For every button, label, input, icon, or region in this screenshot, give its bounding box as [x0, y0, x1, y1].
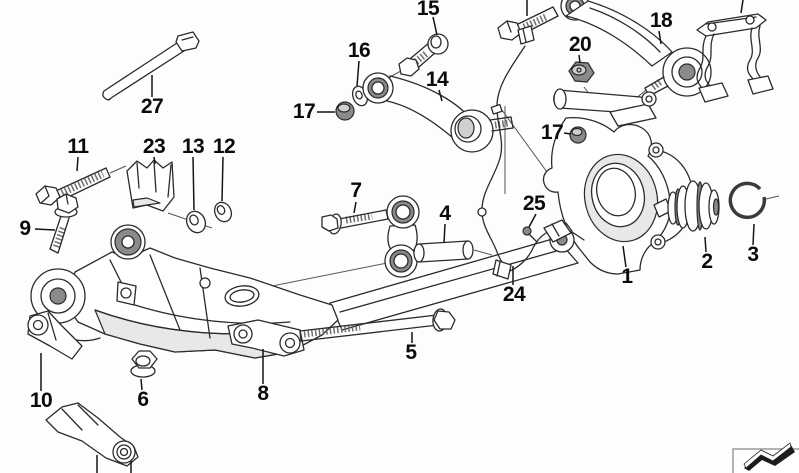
bolt-11 — [35, 167, 111, 206]
part-label-20: 20 — [568, 33, 592, 56]
washer-13 — [185, 210, 207, 234]
part-label-13: 13 — [181, 135, 205, 158]
pin-25 — [522, 226, 538, 243]
part-label-14: 14 — [425, 68, 449, 91]
trailing-arm-8 — [30, 224, 579, 359]
part-label-15: 15 — [416, 0, 440, 20]
sensor-cable-24 — [477, 25, 573, 280]
bolt-7 — [321, 209, 389, 235]
logo-box — [732, 442, 799, 473]
part-label-1: 1 — [621, 265, 633, 288]
part-label-18: 18 — [649, 9, 673, 32]
washer-12 — [213, 201, 233, 223]
part-label-5: 5 — [405, 341, 417, 364]
part-label-27: 27 — [140, 95, 164, 118]
control-arm-14 — [362, 72, 514, 153]
part-label-12: 12 — [212, 135, 236, 158]
cable-strap-27 — [102, 31, 200, 101]
part-label-3: 3 — [747, 243, 759, 266]
leader-lines — [34, 0, 755, 473]
part-label-17-left: 17 — [292, 100, 316, 123]
bolt-5 — [299, 308, 456, 342]
bolt-15 — [398, 33, 449, 77]
guard-plate-23 — [126, 159, 175, 212]
part-label-25: 25 — [522, 192, 546, 215]
clip-bracket-cut — [696, 13, 774, 103]
integral-link — [384, 195, 420, 278]
part-label-17-right: 17 — [540, 121, 564, 144]
cv-joint-2 — [653, 180, 720, 232]
part-label-6: 6 — [137, 388, 149, 411]
nut-20 — [568, 61, 595, 83]
pin-4 — [413, 240, 474, 263]
snap-ring-3 — [728, 181, 767, 220]
part-label-9: 9 — [19, 217, 31, 240]
part-label-2: 2 — [701, 250, 713, 273]
bolt-9 — [49, 193, 79, 254]
part-label-4: 4 — [439, 202, 451, 225]
part-label-24: 24 — [502, 283, 526, 306]
wheel-carrier-1 — [542, 88, 694, 275]
bracket-bottom-cut — [45, 402, 139, 467]
part-label-23: 23 — [142, 135, 166, 158]
part-label-10: 10 — [29, 389, 53, 412]
part-label-8: 8 — [257, 382, 269, 405]
nut-17-right — [569, 126, 587, 144]
part-label-7: 7 — [350, 179, 362, 202]
part-label-16: 16 — [347, 39, 371, 62]
nut-6 — [130, 350, 158, 378]
nut-17-left — [335, 101, 355, 121]
bracket-10 — [27, 310, 83, 360]
part-label-11: 11 — [67, 135, 89, 158]
